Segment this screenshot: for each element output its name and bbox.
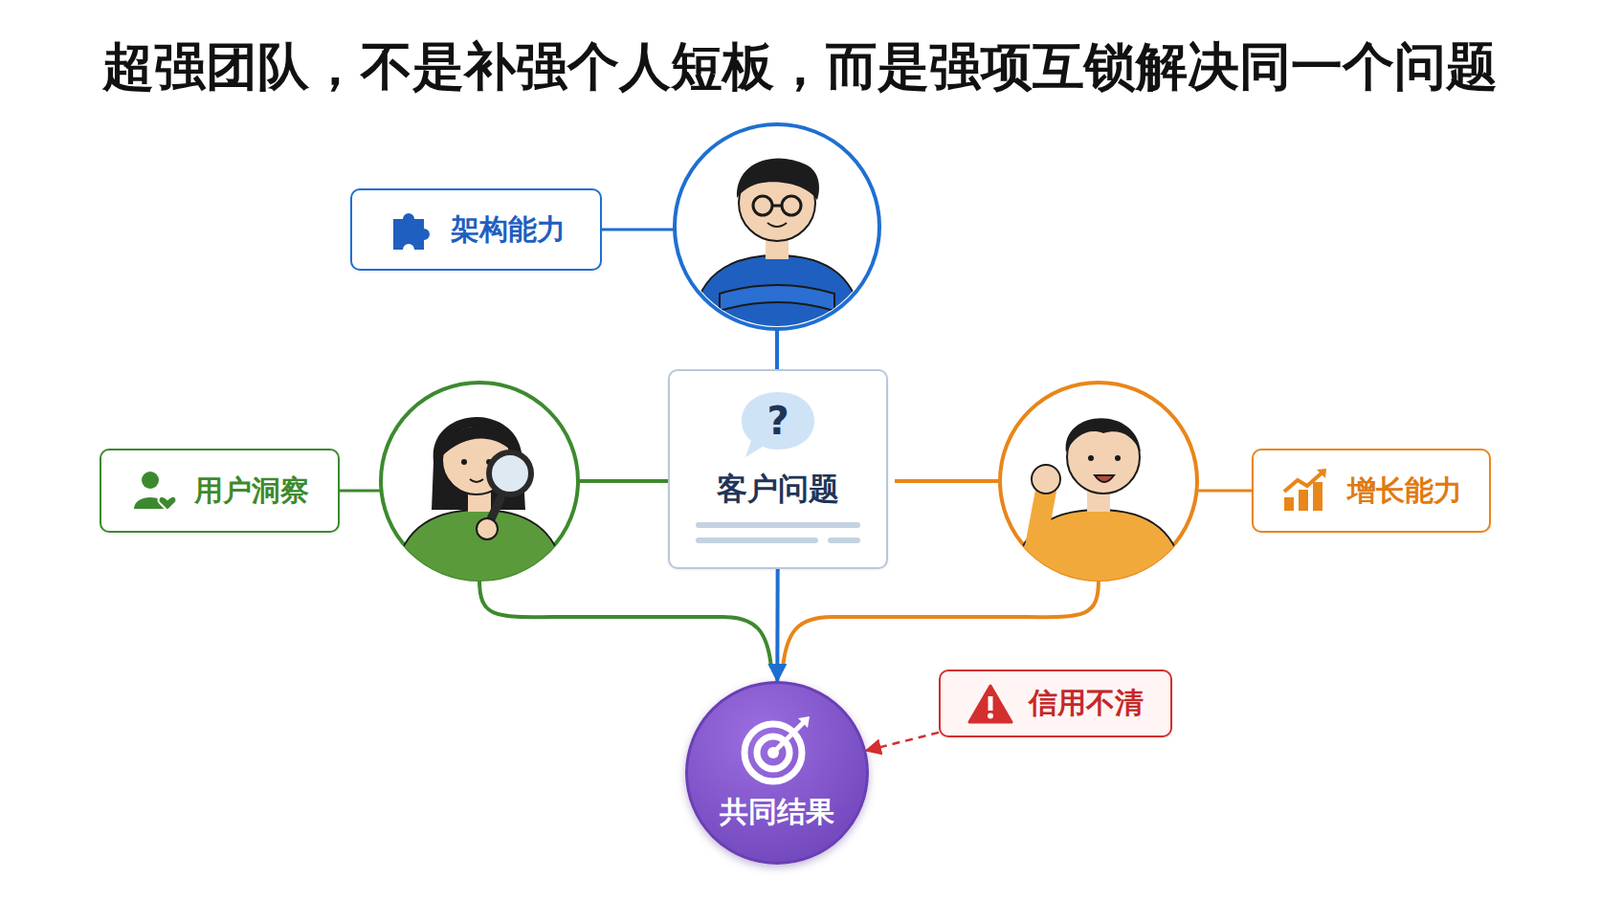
result-circle: 共同结果 (685, 681, 869, 866)
label-box: 增长能力 (1251, 448, 1491, 534)
curve-wire (782, 579, 1099, 668)
node-label: 用户洞察 (194, 471, 310, 512)
text-lines (693, 516, 863, 550)
person-grower (1000, 382, 1198, 597)
chart-icon (1280, 466, 1333, 515)
person-architect (674, 124, 880, 342)
label-box: 用户洞察 (99, 448, 340, 534)
puzzle-icon (387, 205, 436, 254)
node-label: 共同结果 (719, 793, 835, 833)
title-text: 超强团队，不是补强个人短板，而是强项互锁解决同一个问题 (102, 36, 1498, 97)
wire (775, 329, 779, 370)
warn-icon (967, 683, 1014, 726)
node-label: 信用不清 (1028, 684, 1144, 724)
node-label: 客户问题 (716, 468, 840, 512)
title: 超强团队，不是补强个人短板，而是强项互锁解决同一个问题 (0, 32, 1600, 103)
target-icon (738, 714, 816, 788)
question-icon: ? (737, 386, 819, 464)
label-box: ? 客户问题 (667, 369, 889, 570)
curve-wire (479, 579, 772, 668)
target-icon (738, 714, 816, 788)
user-icon (131, 466, 179, 515)
svg-text:?: ? (766, 399, 789, 444)
puzzle-icon (387, 205, 436, 254)
text-lines (693, 516, 863, 554)
person-researcher (380, 382, 578, 597)
connector (866, 733, 939, 752)
connector (775, 569, 779, 682)
node-label: 架构能力 (450, 210, 566, 250)
label-box: 信用不清 (938, 669, 1173, 738)
leader-line (601, 228, 675, 232)
chart-icon (1280, 466, 1333, 515)
wire (577, 479, 668, 484)
leader-line (339, 489, 381, 493)
leader-line (1197, 489, 1252, 493)
node-label: 增长能力 (1347, 471, 1463, 512)
question-icon: ? (737, 386, 819, 464)
wire (894, 479, 1000, 484)
label-box: 架构能力 (350, 188, 602, 271)
warn-icon (967, 683, 1014, 726)
user-icon (131, 466, 179, 515)
